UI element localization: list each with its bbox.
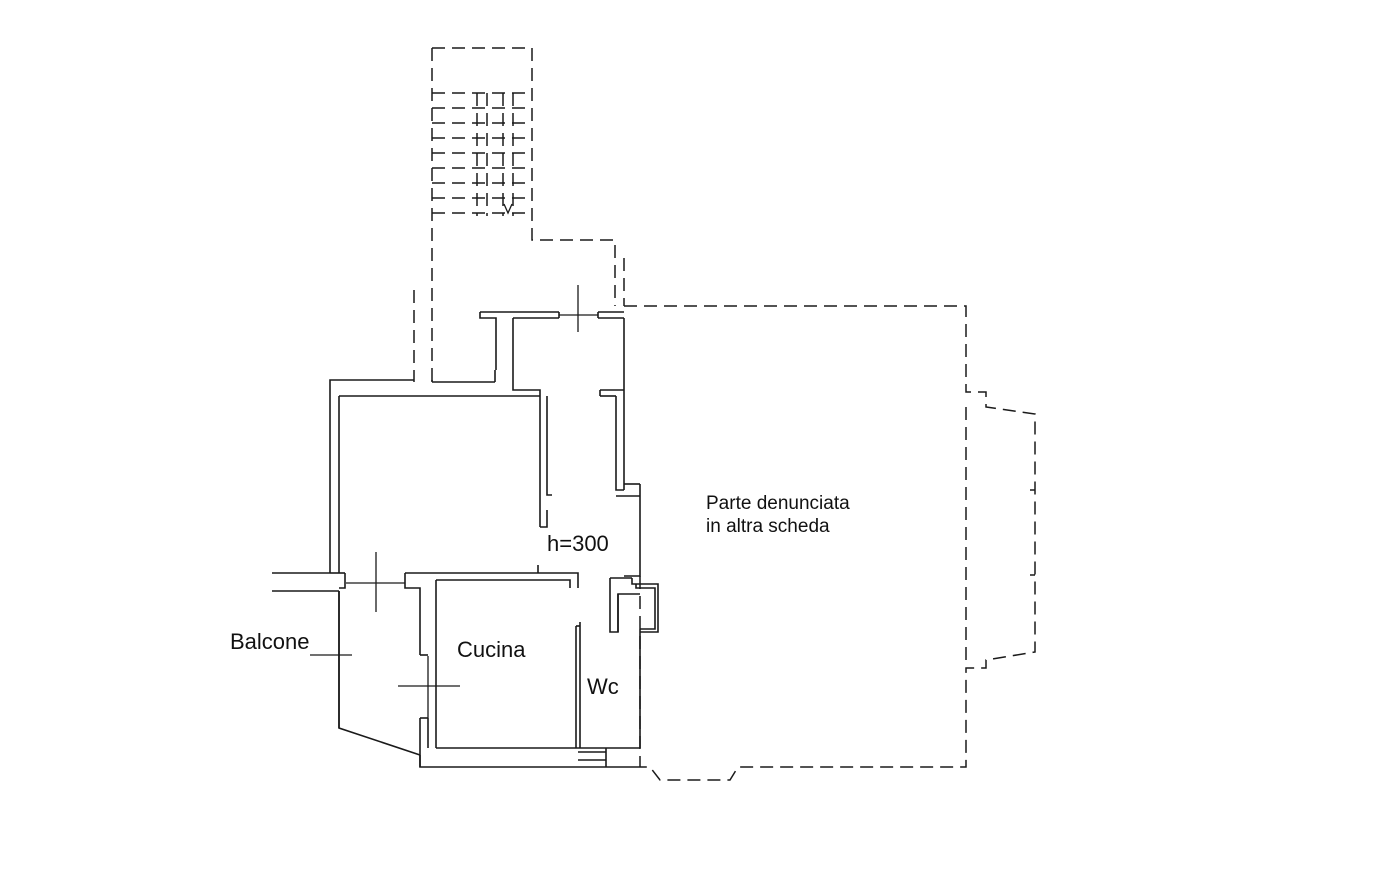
neighbouring-unit [624, 305, 1036, 781]
balcone-label: Balcone [230, 629, 310, 654]
wc-label: Wc [587, 674, 619, 699]
height-label: h=300 [547, 531, 609, 556]
door-marks [346, 285, 598, 718]
stairwell [413, 47, 625, 382]
stair-steps [432, 92, 532, 216]
note-line-2: in altra scheda [706, 516, 830, 537]
note-line-1: Parte denunciata [706, 493, 850, 514]
apartment-walls [272, 311, 659, 768]
cucina-label: Cucina [457, 637, 526, 662]
